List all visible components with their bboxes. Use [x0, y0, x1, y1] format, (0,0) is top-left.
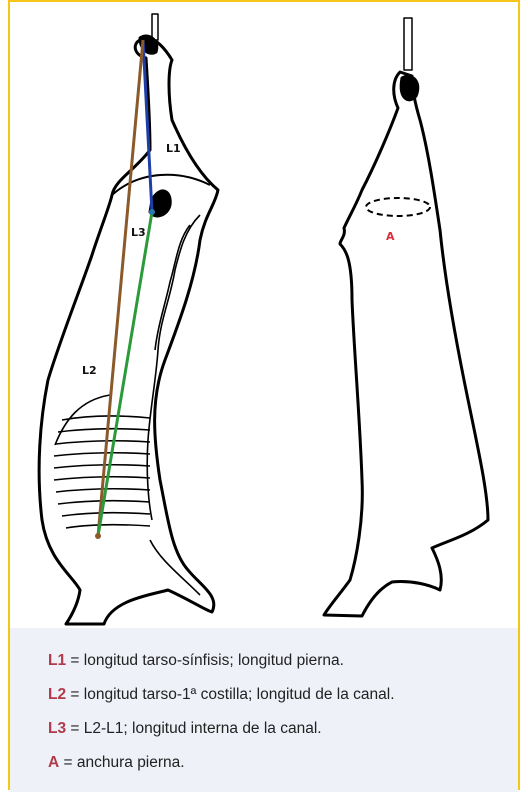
- legend-text: = L2-L1; longitud interna de la canal.: [66, 720, 322, 737]
- line-l3: [98, 212, 152, 536]
- line-l2: [98, 40, 143, 536]
- left-hook: [152, 14, 158, 40]
- legend-row-l1: L1 = longitud tarso-sínfisis; longitud p…: [48, 644, 395, 678]
- legend-key: L1: [48, 652, 66, 669]
- l1-endpoint: [149, 209, 155, 215]
- legend-text: = anchura pierna.: [59, 754, 184, 771]
- left-carcass-outline: [39, 38, 218, 624]
- legend: L1 = longitud tarso-sínfisis; longitud p…: [48, 644, 395, 780]
- legend-text: = longitud tarso-1ª costilla; longitud d…: [66, 686, 394, 703]
- legend-row-l2: L2 = longitud tarso-1ª costilla; longitu…: [48, 678, 395, 712]
- label-l3: L3: [131, 226, 146, 239]
- label-a: A: [386, 230, 395, 243]
- label-l1: L1: [166, 142, 181, 155]
- carcass-diagram: L1 L3 L2 A: [0, 0, 528, 630]
- right-hook: [404, 18, 412, 70]
- right-carcass: [324, 18, 488, 616]
- left-carcass: [39, 14, 218, 624]
- legend-row-l3: L3 = L2-L1; longitud interna de la canal…: [48, 712, 395, 746]
- label-l2: L2: [82, 364, 97, 377]
- width-ellipse: [366, 198, 430, 216]
- right-carcass-outline: [324, 72, 488, 616]
- legend-row-a: A = anchura pierna.: [48, 746, 395, 780]
- legend-key: L3: [48, 720, 66, 737]
- l2-endpoint: [95, 533, 101, 539]
- legend-key: A: [48, 754, 59, 771]
- legend-key: L2: [48, 686, 66, 703]
- legend-text: = longitud tarso-sínfisis; longitud pier…: [66, 652, 344, 669]
